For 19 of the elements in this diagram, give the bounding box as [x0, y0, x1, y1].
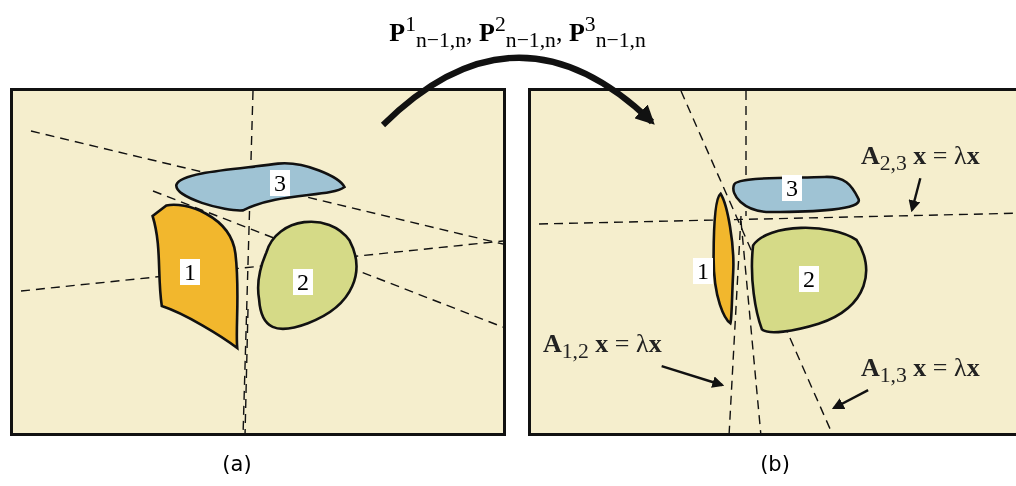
panel-caption: (b) — [760, 452, 790, 476]
region-number: 3 — [782, 175, 802, 201]
panel-frame — [528, 88, 1016, 436]
region-shape — [148, 201, 240, 351]
region-number: 2 — [799, 266, 819, 292]
leader-arrow — [661, 365, 725, 388]
curved-arrow — [381, 54, 655, 128]
equation-label: A$_{1,2}$ x = λx — [543, 329, 662, 367]
leader-arrow — [908, 177, 922, 213]
panel-caption: (a) — [222, 452, 252, 476]
region-number: 2 — [293, 269, 313, 295]
equation-label: A$_{1,3}$ x = λx — [861, 353, 980, 391]
region-shape — [173, 161, 348, 213]
equation-label: A$_{2,3}$ x = λx — [861, 141, 980, 179]
panel-frame — [10, 88, 506, 436]
leader-arrow — [831, 389, 869, 410]
region-number: 1 — [180, 259, 200, 285]
region-number: 3 — [270, 170, 290, 196]
region-number: 1 — [693, 258, 713, 284]
